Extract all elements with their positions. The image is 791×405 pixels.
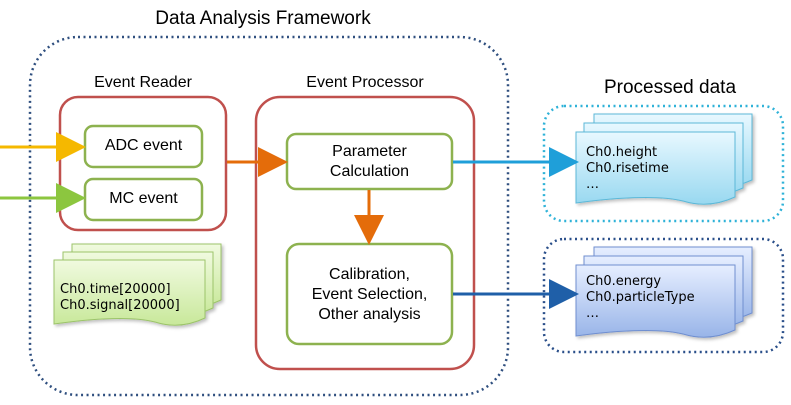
analysis-line-2: Event Selection, [311,286,428,303]
mc-event-label: MC event [109,190,178,207]
processed-field-particletype: Ch0.particleType [586,290,695,305]
framework-container [28,35,510,397]
parameter-calculation-line-2: Calculation [329,163,410,180]
parameter-calculation-label: Parameter Calculation [287,142,452,182]
processed-field-ellipsis-1: … [586,177,599,192]
processed-doc-1-fields: Ch0.height Ch0.risetime … [586,145,669,193]
analysis-line-3: Other analysis [318,306,421,323]
processed-field-risetime: Ch0.risetime [586,161,669,176]
processed-data-container-1 [542,104,785,223]
analysis-label: Calibration, Event Selection, Other anal… [287,265,452,325]
analysis-line-1: Calibration, [329,266,410,283]
processed-field-height: Ch0.height [586,145,658,160]
processed-doc-2-fields: Ch0.energy Ch0.particleType … [586,274,695,322]
processed-field-energy: Ch0.energy [586,274,662,289]
event-reader-title: Event Reader [94,74,192,91]
processed-document-stack-1 [575,113,753,205]
framework-title: Data Analysis Framework [155,8,371,29]
raw-data-field-time: Ch0.time[20000] [60,282,171,297]
parameter-calculation-line-1: Parameter [332,143,407,160]
raw-data-document-stack [53,243,222,326]
raw-data-field-signal: Ch0.signal[20000] [60,298,180,313]
processed-document-stack-2 [575,246,753,338]
adc-event-label: ADC event [104,137,183,154]
processed-data-title: Processed data [603,77,737,98]
processed-field-ellipsis-2: … [586,306,599,321]
raw-data-fields: Ch0.time[20000] Ch0.signal[20000] [60,282,180,314]
event-processor-title: Event Processor [306,74,424,91]
